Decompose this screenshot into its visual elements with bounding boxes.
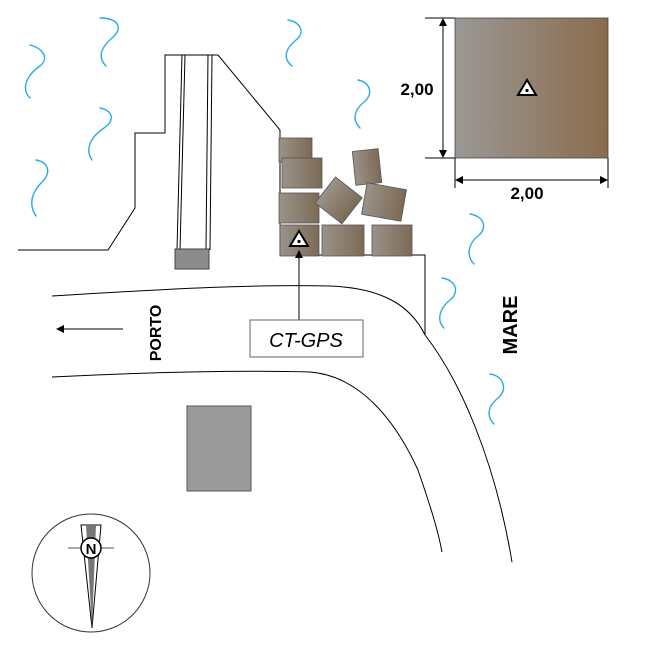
water-wave-icon (88, 107, 112, 161)
height-dimension (425, 17, 455, 159)
water-wave-icon (285, 19, 302, 67)
north-arrow-icon: N (31, 513, 151, 633)
width-dimension-label: 2,00 (510, 184, 543, 203)
water-wave-icon (31, 159, 49, 217)
building (186, 405, 252, 492)
road (51, 285, 513, 563)
width-dimension (454, 158, 609, 188)
harbor-label: PORTO (148, 305, 165, 362)
detail-square: 2,00 2,00 (400, 17, 609, 203)
water-wave-icon (488, 373, 505, 425)
water-wave-icon (24, 44, 46, 99)
water-waves (24, 17, 505, 425)
block-cluster (278, 137, 413, 257)
pier-end-block (174, 248, 210, 270)
sea-label: MARE (500, 296, 522, 355)
water-wave-icon (439, 277, 457, 329)
north-label: N (86, 541, 97, 558)
benchmark-triangle-icon (288, 229, 310, 247)
benchmark-triangle-icon (516, 78, 538, 96)
station-label-box (249, 319, 364, 358)
height-dimension-label: 2,00 (400, 80, 433, 99)
station-label: CT-GPS (269, 330, 343, 352)
water-wave-icon (354, 79, 371, 129)
water-wave-icon (99, 17, 119, 67)
pier-outline (18, 54, 426, 335)
water-wave-icon (468, 213, 485, 265)
